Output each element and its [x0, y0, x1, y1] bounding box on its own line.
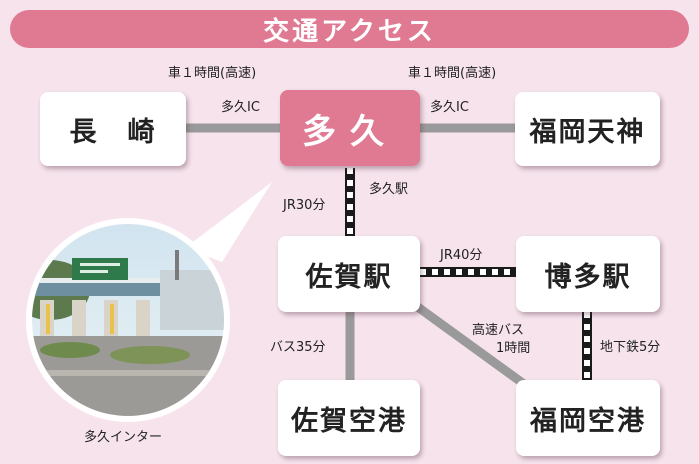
- node-fukuoka-tenjin: 福岡天神: [515, 92, 660, 166]
- label-taku-tenjin-time: 車１時間(高速): [408, 66, 497, 81]
- node-taku: 多久: [280, 90, 420, 166]
- label-nagasaki-taku-ic: 多久IC: [221, 100, 260, 115]
- node-nagasaki: 長 崎: [40, 92, 186, 166]
- label-nagasaki-taku-time: 車１時間(高速): [168, 66, 257, 81]
- label-taku-saga-line: JR30分: [283, 198, 326, 213]
- label-taku-tenjin-ic: 多久IC: [430, 100, 469, 115]
- label-taku-station: 多久駅: [369, 182, 409, 197]
- node-saga-station: 佐賀駅: [278, 236, 420, 312]
- node-fukuoka-airport: 福岡空港: [516, 380, 660, 456]
- bus-saga-fukuoka-airport: [412, 301, 531, 391]
- label-fukuoka-airport-bus-2: 1時間: [496, 341, 531, 356]
- node-saga-airport: 佐賀空港: [278, 380, 420, 456]
- photo-caption: 多久インター: [84, 430, 163, 445]
- node-hakata-station: 博多駅: [516, 236, 660, 312]
- label-saga-hakata-line: JR40分: [440, 248, 483, 263]
- page-title: 交通アクセス: [10, 10, 689, 48]
- label-hakata-airport-subway: 地下鉄5分: [600, 340, 661, 355]
- label-fukuoka-airport-bus-1: 高速バス: [472, 323, 525, 338]
- label-saga-airport-bus: バス35分: [270, 340, 326, 355]
